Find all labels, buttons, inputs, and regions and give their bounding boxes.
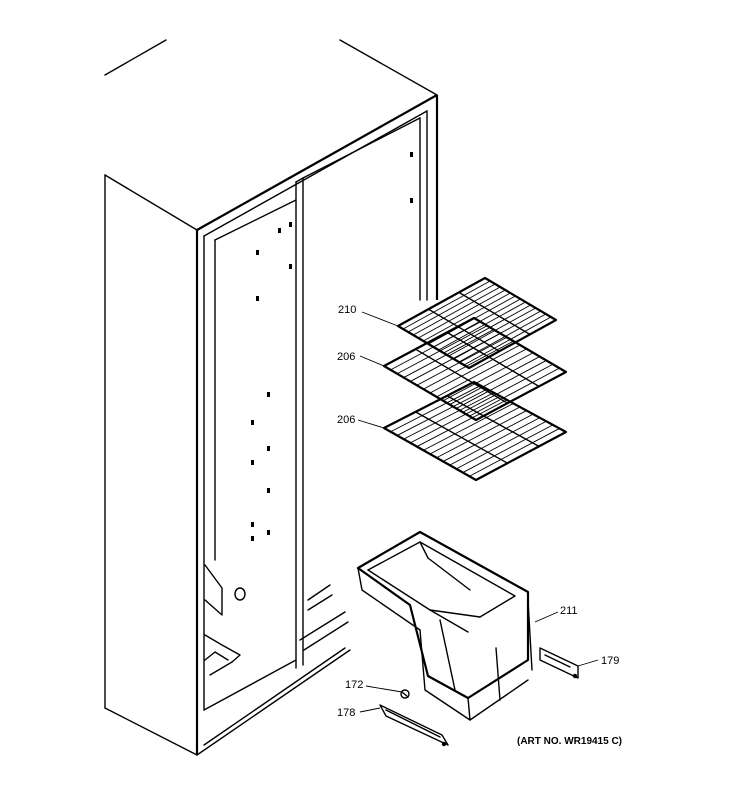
- callout-leaders: [357, 311, 599, 713]
- bracket-left: [379, 704, 449, 747]
- shelf-middle: [382, 316, 568, 422]
- ice-bin: [356, 530, 533, 721]
- wall-slots: [251, 152, 413, 541]
- wire-shelves: [382, 276, 568, 482]
- freezer-cabinet: [104, 39, 439, 756]
- callout-210: 210: [338, 304, 356, 316]
- shelf-top: [396, 276, 558, 370]
- art-number: (ART NO. WR19415 C): [517, 736, 622, 747]
- callout-206-bottom: 206: [337, 414, 355, 426]
- callout-211: 211: [560, 605, 578, 617]
- bracket-right: [539, 647, 579, 679]
- callout-178: 178: [337, 707, 355, 719]
- callout-206-middle: 206: [337, 351, 355, 363]
- callout-179: 179: [601, 655, 619, 667]
- callout-172: 172: [345, 679, 363, 691]
- screw: [400, 689, 410, 699]
- shelf-bottom: [382, 380, 568, 482]
